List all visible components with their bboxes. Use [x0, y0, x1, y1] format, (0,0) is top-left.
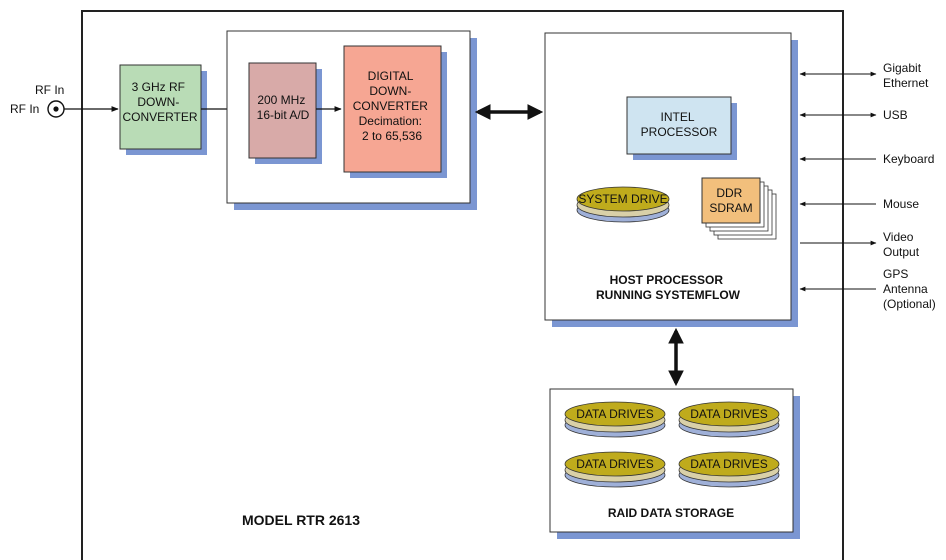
data-drive-icon: [564, 451, 666, 488]
rf-downconverter-box: [119, 64, 202, 150]
raid-storage-title: RAID DATA STORAGE: [608, 506, 734, 520]
data-drive-icon: [564, 401, 666, 438]
data-drive-icon: [678, 401, 780, 438]
io-ethernet-line-2: Ethernet: [883, 76, 929, 90]
io-usb-label: USB: [883, 108, 908, 122]
rf-downconverter-line-3: CONVERTER: [122, 110, 197, 124]
host-title-line-1: HOST PROCESSOR: [610, 273, 724, 287]
host-title-line-2: RUNNING SYSTEMFLOW: [596, 288, 741, 302]
data-drive-label-2: DATA DRIVES: [690, 407, 768, 421]
data-drive-label-4: DATA DRIVES: [690, 457, 768, 471]
ddr-sdram-icon: [701, 177, 777, 240]
ddc-line-4: Decimation:: [359, 114, 422, 128]
svg-text:3 GHz RF DOWN- CONVERT: 3 GHz RF DOWN- CONVERTER: [122, 80, 197, 124]
ddr-line-2: SDRAM: [709, 201, 752, 215]
svg-text:Video Output: Video Output: [883, 230, 920, 259]
system-drive-icon: [576, 186, 670, 223]
model-label: MODEL RTR 2613: [242, 512, 360, 528]
svg-text:HOST PROCESSOR RUNNING SYS: HOST PROCESSOR RUNNING SYSTEMFLOW: [596, 273, 741, 302]
cpu-box: [626, 96, 732, 155]
data-drive-label-1: DATA DRIVES: [576, 407, 654, 421]
data-drive-icon: [678, 451, 780, 488]
rf-in-top-label: RF In: [35, 83, 64, 97]
svg-text:INTEL PROCESSOR: INTEL PROCESSOR: [641, 110, 718, 139]
svg-text:DDR SDRAM: DDR SDRAM: [709, 186, 752, 215]
svg-text:200 MHz 16-bit A/D: 200 MHz 16-bit A/D: [257, 93, 310, 122]
data-drive-label-3: DATA DRIVES: [576, 457, 654, 471]
cpu-line-2: PROCESSOR: [641, 125, 718, 139]
rf-input-connector: [47, 100, 65, 118]
svg-text:Gigabit Ethernet: Gigabit Ethernet: [883, 61, 929, 90]
adc-box: [248, 62, 317, 159]
rf-in-left-label: RF In: [10, 102, 39, 116]
io-mouse-label: Mouse: [883, 197, 919, 211]
adc-line-2: 16-bit A/D: [257, 108, 310, 122]
io-keyboard-label: Keyboard: [883, 152, 934, 166]
io-gps-line-1: GPS: [883, 267, 908, 281]
ddc-line-3: CONVERTER: [353, 99, 428, 113]
host-processor-box: [544, 32, 792, 321]
svg-text:DIGITAL DOWN- CONVERTE: DIGITAL DOWN- CONVERTER Decimation: 2 to…: [353, 69, 431, 143]
io-gps-line-2: Antenna: [883, 282, 928, 296]
io-ethernet-line-1: Gigabit: [883, 61, 922, 75]
ddc-line-5: 2 to 65,536: [362, 129, 422, 143]
cpu-line-1: INTEL: [661, 110, 695, 124]
system-drive-label: SYSTEM DRIVE: [578, 192, 667, 206]
ddc-line-1: DIGITAL: [368, 69, 414, 83]
ddc-box: [343, 45, 442, 173]
rf-downconverter-line-1: 3 GHz RF: [132, 80, 185, 94]
io-video-line-2: Output: [883, 245, 920, 259]
ddr-line-1: DDR: [716, 186, 742, 200]
svg-text:GPS Antenna (Optional): GPS Antenna (Optional): [883, 267, 936, 311]
rf-downconverter-line-2: DOWN-: [137, 95, 179, 109]
io-gps-line-3: (Optional): [883, 297, 936, 311]
io-video-line-1: Video: [883, 230, 914, 244]
ddc-line-2: DOWN-: [369, 84, 411, 98]
adc-line-1: 200 MHz: [257, 93, 305, 107]
